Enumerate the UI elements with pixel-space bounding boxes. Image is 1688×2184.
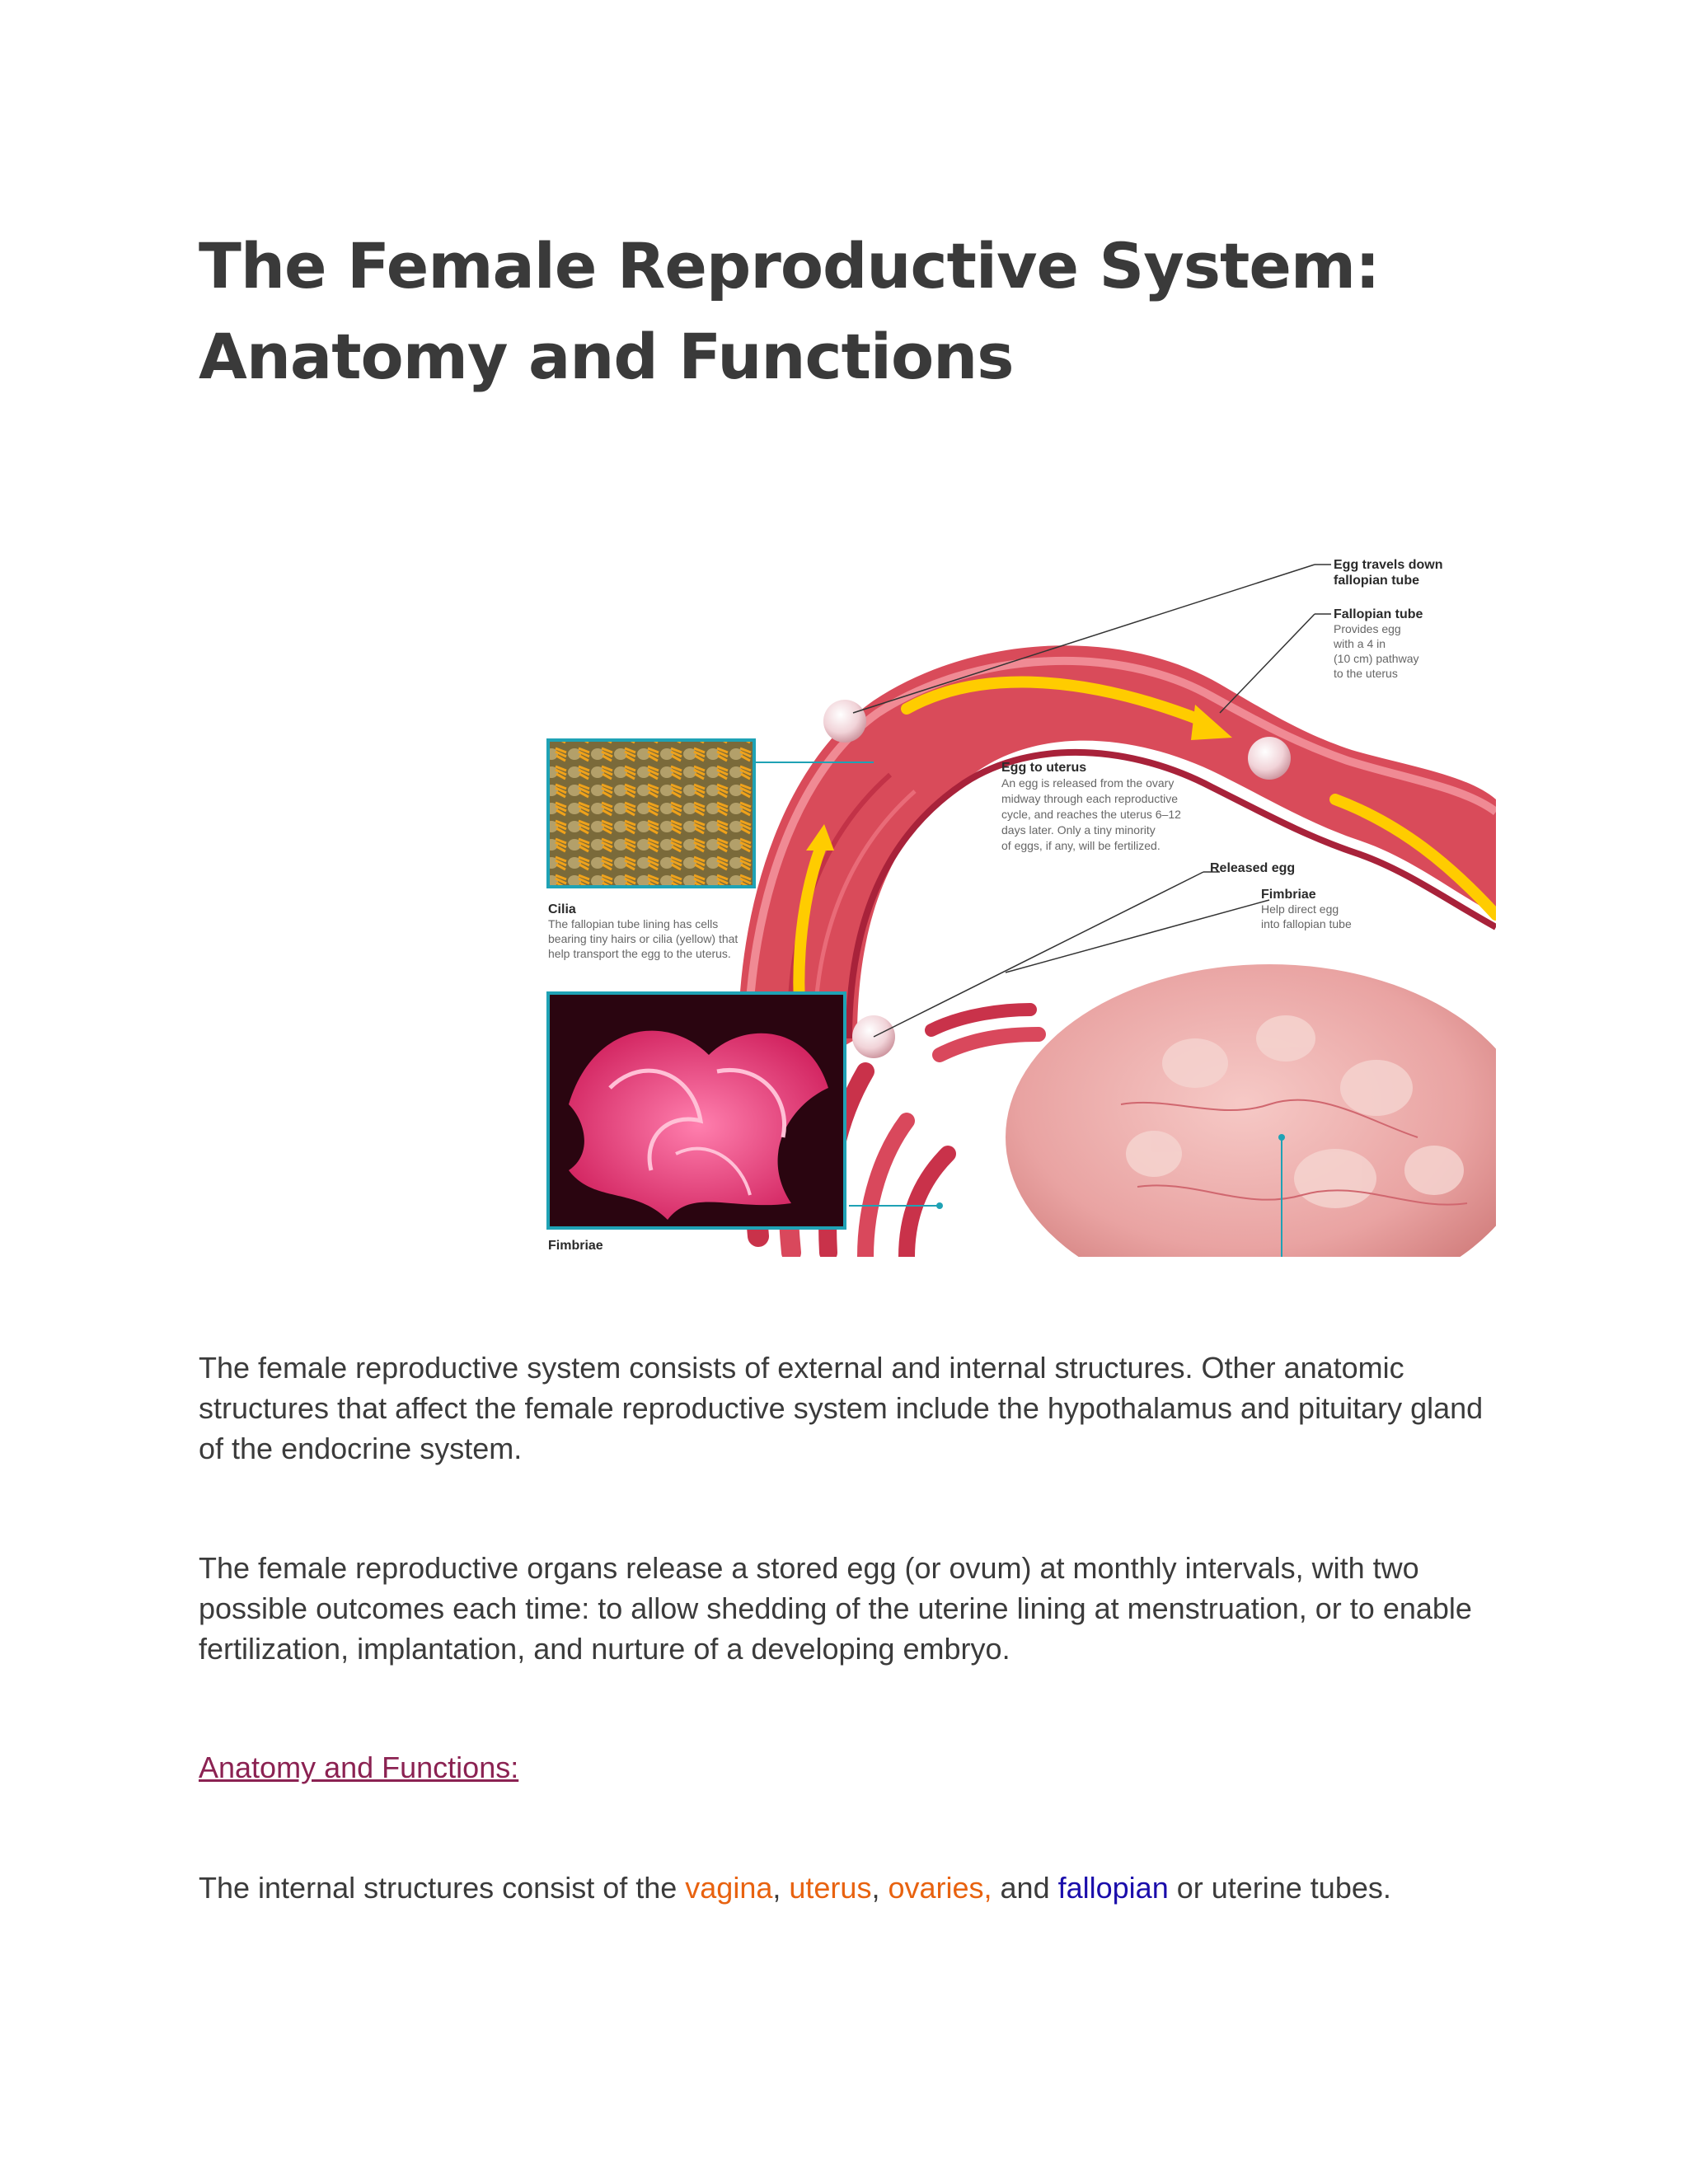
label-cilia-desc-3: help transport the egg to the uterus. [548,947,731,960]
svg-text:Released egg: Released egg [1210,861,1295,875]
function-paragraph: The female reproductive organs release a… [199,1551,1472,1666]
intro-paragraph: The female reproductive system consists … [199,1351,1484,1465]
svg-text:into fallopian tube: into fallopian tube [1261,917,1352,930]
egg-in-tube-1 [823,700,866,743]
label-egg-uterus-desc-3: cycle, and reaches the uterus 6–12 [1001,808,1181,821]
label-fallopian-desc-3: (10 cm) pathway [1334,652,1418,665]
svg-text:An egg is released from the ov: An egg is released from the ovary [1001,776,1174,790]
label-fallopian-desc-2: with a 4 in [1333,637,1386,650]
egg-in-tube-2 [1248,737,1291,780]
svg-text:to the uterus: to the uterus [1334,667,1398,680]
label-released-egg: Released egg [1210,861,1295,875]
ovary-follicles [1126,1015,1464,1208]
svg-text:Fimbriae: Fimbriae [548,1239,603,1253]
label-egg-uterus-desc-4: days later. Only a tiny minority [1001,823,1156,837]
label-fallopian-desc-1: Provides egg [1334,622,1401,635]
and-text: and [992,1871,1058,1905]
label-egg-travels-1: Egg travels down [1334,558,1442,572]
svg-text:help transport the egg to the: help transport the egg to the uterus. [548,947,731,960]
fallopian-link[interactable]: fallopian [1057,1871,1169,1905]
label-fimbriae-desc-2: into fallopian tube [1261,917,1352,930]
svg-text:cycle, and reaches the uterus: cycle, and reaches the uterus 6–12 [1001,808,1181,821]
internal-prefix: The internal structures consist of the [199,1871,686,1905]
svg-text:The fallopian tube lining has: The fallopian tube lining has cells [548,917,718,930]
title-line-1: The Female Reproductive System: [199,229,1380,302]
vagina-link[interactable]: vagina [685,1871,773,1905]
internal-suffix: or uterine tubes. [1168,1871,1391,1905]
svg-text:Fimbriae: Fimbriae [1261,888,1316,902]
comma-1: , [772,1871,790,1905]
label-egg-uterus-desc-2: midway through each reproductive [1001,792,1178,805]
svg-text:Cilia: Cilia [548,902,576,916]
teal-connectors [750,762,1282,1257]
label-fimbriae-caption: Fimbriae [548,1239,603,1253]
fallopian-tube [738,645,1496,1104]
svg-text:Egg travels down: Egg travels down [1334,558,1442,572]
svg-text:Fallopian tube: Fallopian tube [1334,607,1423,621]
ovary [1006,964,1496,1257]
svg-text:with a 4 in: with a 4 in [1333,637,1386,650]
svg-text:days later. Only a tiny minori: days later. Only a tiny minority [1001,823,1156,837]
anatomy-functions-link[interactable]: Anatomy and Functions: [199,1750,519,1784]
fallopian-tube-diagram: Egg travels down fallopian tube Fallopia… [546,558,1496,1257]
label-fallopian-desc-4: to the uterus [1334,667,1398,680]
label-fimbriae-desc-1: Help direct egg [1261,902,1339,916]
svg-text:midway through each reproducti: midway through each reproductive [1001,792,1178,805]
anatomy-illustration: Egg travels down fallopian tube Fallopia… [544,527,1496,1257]
cilia-micrograph [546,738,756,888]
fimbriae-micrograph [546,991,846,1230]
label-egg-uterus-desc-5: of eggs, if any, will be fertilized. [1001,839,1160,852]
comma-2: , [871,1871,889,1905]
label-cilia-desc-1: The fallopian tube lining has cells [548,917,718,930]
label-egg-uterus-desc-1: An egg is released from the ovary [1001,776,1174,790]
svg-text:of eggs, if any, will be ferti: of eggs, if any, will be fertilized. [1001,839,1160,852]
label-cilia: Cilia [548,902,576,916]
ovaries-link[interactable]: ovaries, [888,1871,992,1905]
label-fallopian-tube: Fallopian tube [1334,607,1423,621]
svg-text:fallopian tube: fallopian tube [1334,574,1419,588]
page-title: The Female Reproductive System: Anatomy … [199,221,1517,402]
label-egg-to-uterus: Egg to uterus [1001,761,1086,775]
label-cilia-desc-2: bearing tiny hairs or cilia (yellow) tha… [548,932,738,945]
title-line-2: Anatomy and Functions [199,320,1015,393]
svg-text:Egg to uterus: Egg to uterus [1001,761,1086,775]
svg-text:Provides egg: Provides egg [1334,622,1401,635]
label-egg-travels-2: fallopian tube [1334,574,1419,588]
svg-text:Help direct egg: Help direct egg [1261,902,1339,916]
leader-lines [852,564,1331,1038]
uterus-link[interactable]: uterus [789,1871,872,1905]
label-fimbriae: Fimbriae [1261,888,1316,902]
svg-text:(10 cm) pathway: (10 cm) pathway [1334,652,1418,665]
svg-text:bearing tiny hairs or cilia (y: bearing tiny hairs or cilia (yellow) tha… [548,932,738,945]
internal-structures-paragraph: The internal structures consist of the v… [199,1868,1484,1908]
